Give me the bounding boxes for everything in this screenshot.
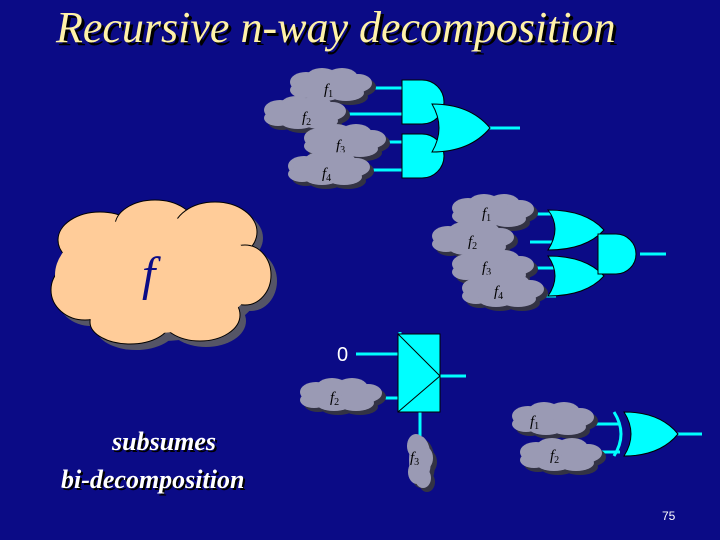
note-line-1-shadow: subsumes xyxy=(113,429,218,458)
cloud-f1-top: f1 xyxy=(290,68,376,105)
and-gate-icon xyxy=(597,233,637,275)
note-line-1: subsumes xyxy=(111,427,216,456)
page-title: Recursive n-way decomposition xyxy=(55,3,616,52)
page-number: 75 xyxy=(662,509,676,523)
big-cloud-f: f xyxy=(50,199,277,350)
cloud-f2-mux: f2 xyxy=(300,378,386,415)
cloud-f1-xor: f1 xyxy=(512,402,598,439)
and-gate-icon xyxy=(401,79,445,125)
mux-network: 0 xyxy=(337,332,466,440)
cloud-f3-top: f3 xyxy=(304,124,390,161)
svg-text:f2: f2 xyxy=(468,234,477,252)
or-gate-icon xyxy=(431,103,491,153)
cloud-f4-middle: f4 xyxy=(462,274,548,311)
svg-text:f3: f3 xyxy=(482,260,491,278)
svg-text:f2: f2 xyxy=(550,448,559,466)
note-line-2-shadow: bi-decomposition xyxy=(63,467,246,496)
svg-text:f3: f3 xyxy=(410,450,419,468)
middle-gate-network xyxy=(520,209,666,298)
svg-text:f2: f2 xyxy=(302,110,311,128)
note-line-2: bi-decomposition xyxy=(61,465,244,494)
svg-text:f1: f1 xyxy=(482,206,491,224)
svg-text:f2: f2 xyxy=(330,390,339,408)
cloud-f2-top: f2 xyxy=(264,96,350,133)
cloud-f4-top: f4 xyxy=(288,152,374,189)
xor-gate-icon xyxy=(623,411,679,457)
or-gate-icon xyxy=(547,255,605,297)
cloud-f2-xor: f2 xyxy=(520,438,606,475)
or-gate-icon xyxy=(546,209,605,251)
cloud-f1-middle: f1 xyxy=(452,194,538,231)
page-title-shadow: Recursive n-way decomposition xyxy=(58,6,619,55)
svg-text:f4: f4 xyxy=(494,284,503,302)
cloud-f2-middle: f2 xyxy=(432,222,518,259)
cloud-f3-middle: f3 xyxy=(452,250,538,287)
svg-text:f4: f4 xyxy=(322,166,331,184)
cloud-f3-mux: f3 xyxy=(407,434,437,492)
svg-text:f1: f1 xyxy=(530,414,539,432)
svg-text:f1: f1 xyxy=(324,82,333,100)
mux-block xyxy=(397,333,441,413)
and-gate-icon xyxy=(401,133,445,179)
mux-constant-zero: 0 xyxy=(337,344,348,366)
svg-text:f3: f3 xyxy=(336,138,345,156)
